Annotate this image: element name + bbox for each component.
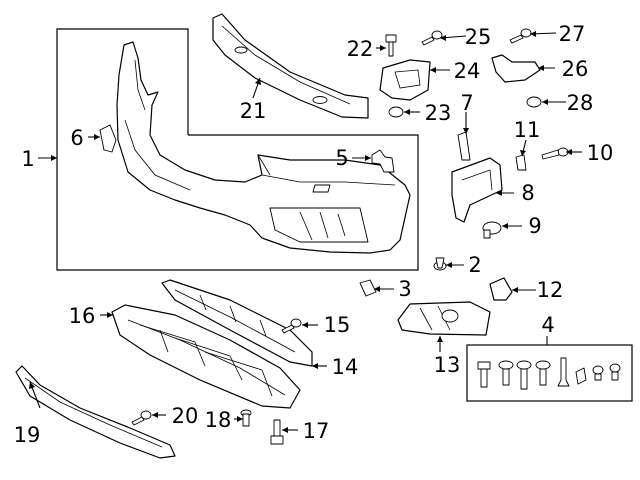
hardware-kit-contents: [477, 357, 621, 390]
callout-24: 24: [454, 59, 481, 83]
callout-15: 15: [324, 313, 351, 337]
bumper-cover: [116, 41, 411, 254]
screw-15: [281, 318, 302, 334]
callout-4: 4: [541, 313, 554, 337]
screw-20: [131, 410, 152, 426]
side-bracket-8: [451, 157, 503, 223]
callout-14: 14: [332, 355, 359, 379]
bracket-12: [489, 277, 513, 301]
reinforcement-bar: [212, 13, 369, 119]
lower-grille-14: [161, 279, 313, 367]
callout-25: 25: [465, 25, 492, 49]
hardware-kit-frame: [466, 344, 633, 402]
arrowheads: [29, 31, 572, 433]
callout-16: 16: [69, 304, 96, 328]
callout-17: 17: [303, 419, 330, 443]
callout-19: 19: [14, 423, 41, 447]
callout-12: 12: [537, 278, 564, 302]
callout-11: 11: [514, 118, 541, 142]
callout-9: 9: [528, 214, 541, 238]
bumper-group-frame: [56, 28, 419, 271]
callout-1: 1: [21, 147, 34, 171]
callout-18: 18: [205, 408, 232, 432]
callout-labels: 1 2 3 4 5 6 7 8 9 10 11 12 13 14 15 16 1…: [14, 22, 614, 447]
callout-23: 23: [425, 101, 452, 125]
callout-7: 7: [460, 91, 473, 115]
nut-23: [388, 106, 404, 118]
callout-10: 10: [587, 141, 614, 165]
callout-5: 5: [335, 146, 348, 170]
callout-8: 8: [521, 181, 534, 205]
bolt-17: [270, 419, 284, 445]
clip-9: [482, 221, 502, 239]
grille-insert-13: [397, 301, 491, 336]
clip-7: [457, 131, 471, 161]
callout-28: 28: [567, 91, 594, 115]
screw-10: [541, 147, 569, 160]
callout-2: 2: [468, 253, 481, 277]
lower-shield-16: [111, 304, 301, 409]
trim-strip-19: [15, 365, 176, 459]
part-5-shape: [371, 149, 395, 173]
callout-13: 13: [434, 353, 461, 377]
rivet-2: [433, 257, 447, 271]
callout-22: 22: [347, 37, 374, 61]
part-6-shape: [99, 124, 117, 153]
screw-27: [509, 28, 532, 44]
callout-27: 27: [559, 22, 586, 46]
callout-21: 21: [240, 99, 267, 123]
clip-11: [515, 154, 527, 171]
screw-25: [421, 30, 443, 46]
callout-3: 3: [398, 277, 411, 301]
bracket-24: [379, 59, 431, 101]
callout-26: 26: [562, 57, 589, 81]
nut-28: [526, 96, 542, 108]
bracket-26: [491, 54, 541, 83]
clip-3: [359, 279, 377, 297]
clip-18: [240, 409, 252, 427]
bolt-22: [385, 34, 397, 57]
callout-20: 20: [172, 404, 199, 428]
callout-6: 6: [70, 126, 83, 150]
